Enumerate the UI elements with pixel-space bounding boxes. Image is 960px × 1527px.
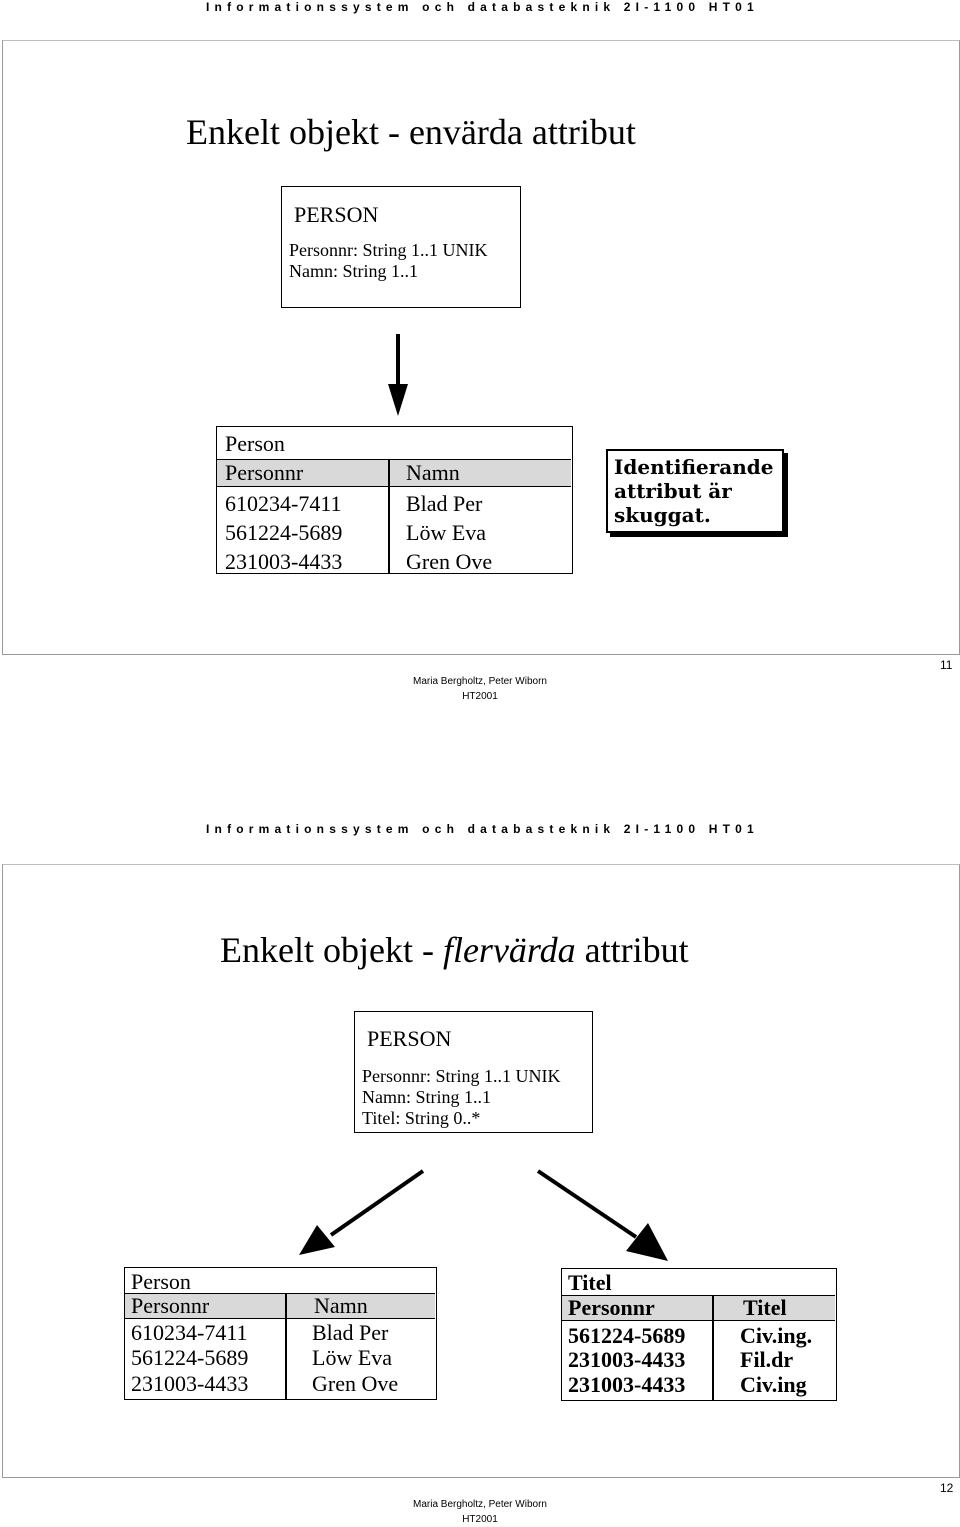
slide-title: Enkelt objekt - envärda attribut [186,112,636,152]
class-name: PERSON [367,1026,452,1051]
class-attribute: Namn: String 1..1 [362,1087,491,1107]
page-number: 12 [940,1481,954,1495]
table-cell: Blad Per [312,1320,389,1345]
table-name: Person [225,431,285,456]
column-header: Personnr [131,1293,210,1318]
footer: Maria Bergholtz, Peter Wiborn HT2001 [380,1497,580,1527]
table-cell: 231003-4433 [131,1371,249,1396]
table-header-bar [217,459,571,487]
title-prefix: Enkelt objekt - [220,930,443,970]
table-cell: 231003-4433 [568,1347,686,1372]
title-suffix: attribut [575,930,689,970]
class-box-person: PERSON Personnr: String 1..1 UNIK Namn: … [354,1011,593,1133]
class-attribute: Personnr: String 1..1 UNIK [289,240,488,260]
column-divider [712,1295,714,1400]
column-divider [285,1293,287,1399]
class-name: PERSON [294,202,379,227]
table-name: Person [131,1269,191,1294]
footer-authors: Maria Bergholtz, Peter Wiborn [413,1499,547,1510]
relation-table-titel: Titel Personnr Titel 561224-5689 Civ.ing… [561,1268,837,1401]
class-attribute: Namn: String 1..1 [289,261,418,281]
table-cell: 561224-5689 [225,520,343,545]
class-attribute: Personnr: String 1..1 UNIK [362,1066,561,1086]
table-cell: 561224-5689 [131,1345,249,1370]
table-cell: Gren Ove [406,549,493,574]
column-header: Namn [314,1293,368,1318]
class-attribute: Titel: String 0..* [362,1108,481,1128]
column-divider [388,459,390,573]
table-cell: Civ.ing. [740,1323,813,1348]
table-cell: Löw Eva [406,520,487,545]
column-header: Personnr [568,1295,655,1320]
table-cell: Löw Eva [312,1345,393,1370]
callout-note: Identifierande attribut är skuggat. [606,449,784,533]
footer-authors: Maria Bergholtz, Peter Wiborn [413,676,547,687]
footer-term: HT2001 [462,691,498,702]
column-header: Personnr [225,460,304,485]
class-box-person: PERSON Personnr: String 1..1 UNIK Namn: … [281,186,521,308]
relation-table-person: Person Personnr Namn 610234-7411 Blad Pe… [124,1267,437,1400]
footer: Maria Bergholtz, Peter Wiborn HT2001 [380,674,580,704]
table-cell: Fil.dr [740,1347,794,1372]
page-number: 11 [940,658,953,672]
relation-table-person: Person Personnr Namn 610234-7411 Blad Pe… [216,426,573,574]
slide-title: Enkelt objekt - flervärda attribut [220,930,689,970]
title-italic: flervärda [442,930,576,970]
table-cell: 561224-5689 [568,1323,686,1348]
table-header-bar [562,1295,835,1321]
table-cell: 610234-7411 [225,491,342,516]
table-cell: 610234-7411 [131,1320,248,1345]
left-down-arrow-icon [299,1169,425,1255]
column-header: Titel [743,1295,787,1320]
table-cell: 231003-4433 [225,549,343,574]
table-cell: 231003-4433 [568,1372,686,1397]
note-line: Identifierande [614,455,774,479]
table-cell: Blad Per [406,491,483,516]
page-header: Informationssystem och databasteknik 2I-… [206,822,759,836]
footer-term: HT2001 [462,1514,498,1525]
column-header: Namn [406,460,460,485]
table-name: Titel [568,1270,612,1295]
table-cell: Civ.ing [740,1372,807,1397]
right-down-arrow-icon [536,1169,668,1261]
down-arrow-icon [388,334,408,416]
page-header: Informationssystem och databasteknik 2I-… [206,0,759,14]
table-cell: Gren Ove [312,1371,399,1396]
table-header-bar [125,1293,435,1319]
note-line: skuggat. [614,503,711,527]
note-line: attribut är [614,479,732,503]
